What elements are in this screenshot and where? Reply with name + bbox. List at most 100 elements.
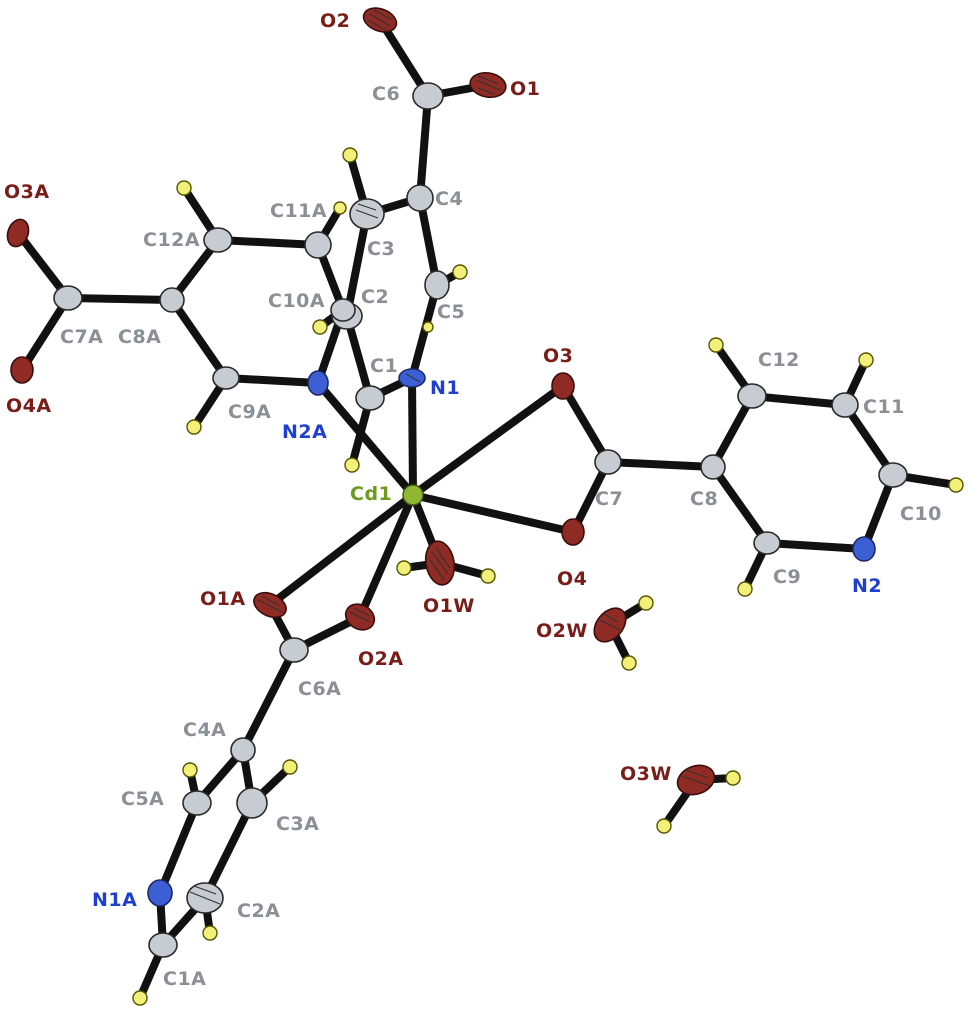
label-o2a: O2A: [358, 648, 404, 670]
hydrogen-atom: [344, 457, 360, 473]
hydrogen-atom: [202, 925, 218, 941]
label-c3: C3: [367, 238, 395, 260]
label-c2: C2: [361, 286, 389, 308]
label-n1a: N1A: [92, 889, 137, 911]
hydrogen-atom: [737, 581, 753, 597]
hydrogen-atom: [282, 759, 298, 775]
label-c4: C4: [435, 188, 463, 210]
atom-c10a: [330, 298, 356, 322]
atom-c11: [831, 392, 859, 418]
label-o3w: O3W: [620, 763, 672, 785]
hydrogen-atom: [176, 180, 192, 196]
atom-layer: [6, 7, 964, 1006]
atom-o3: [551, 372, 575, 400]
bond-c9a-n2a: [222, 374, 322, 387]
hydrogen-atom: [656, 818, 672, 834]
hydrogen-atom: [708, 337, 724, 353]
hydrogen-atom: [948, 477, 964, 493]
label-o1w: O1W: [423, 595, 475, 617]
label-c5a: C5A: [121, 788, 164, 810]
label-c9a: C9A: [228, 401, 271, 423]
ellipsoid-hatching: [189, 9, 711, 905]
label-c1a: C1A: [163, 968, 206, 990]
atom-c11a: [304, 231, 332, 259]
atom-c8: [700, 454, 726, 480]
label-c5: C5: [437, 301, 465, 323]
hydrogen-atom: [396, 560, 412, 576]
bond-cd1-o4: [409, 491, 577, 536]
label-c3a: C3A: [276, 813, 319, 835]
hydrogen-atom: [858, 352, 874, 368]
bond-cd1-o1a: [266, 491, 417, 609]
bond-c11-c10: [841, 401, 897, 479]
bond-cd1-o3: [409, 382, 567, 499]
atom-c9a: [212, 366, 240, 390]
label-c10: C10: [900, 503, 942, 525]
label-n2: N2: [852, 575, 882, 597]
label-n2a: N2A: [282, 421, 327, 443]
bond-c7-c8: [604, 458, 717, 471]
atom-o1a: [253, 591, 287, 619]
atom-o3w: [676, 764, 716, 796]
bond-o4a-c7a: [18, 294, 72, 374]
atom-o4: [561, 518, 585, 546]
atom-c5: [424, 270, 450, 300]
bond-c5-n1: [408, 281, 441, 382]
atom-c7a: [53, 285, 83, 311]
bond-o3a-c7a: [14, 229, 72, 302]
atom-c6: [412, 82, 444, 110]
label-n1: N1: [430, 377, 460, 399]
label-cd1: Cd1: [350, 483, 392, 505]
bond-o3-c7: [559, 382, 612, 466]
bond-c4-c5: [416, 194, 441, 289]
label-layer: O2 O1 C6 C4 C3 C2 C1 C5 N1 O3 O4 C7 C8 C…: [4, 10, 942, 990]
label-c6a: C6A: [298, 678, 341, 700]
bond-c6-c4: [416, 92, 432, 202]
bond-cd1-n1: [408, 374, 417, 499]
hydrogen-atom: [452, 264, 468, 280]
bond-c3a-c2a: [201, 799, 256, 902]
bond-c8-c12: [709, 392, 756, 471]
atom-c12a: [203, 227, 233, 253]
bond-c6a-c4a: [239, 646, 298, 754]
label-o4: O4: [557, 568, 587, 590]
hydrogen-atom: [621, 655, 637, 671]
bond-o2-c6: [376, 16, 432, 100]
label-c11: C11: [863, 396, 905, 418]
hydrogen-atom: [182, 762, 198, 778]
hydrogen-atom: [725, 770, 741, 786]
label-o1a: O1A: [200, 588, 246, 610]
bond-c8-c9: [709, 463, 771, 547]
atom-c10: [878, 462, 908, 488]
atom-n2: [852, 536, 876, 562]
hydrogen-atom: [132, 990, 148, 1006]
label-c12a: C12A: [143, 229, 200, 251]
atom-c8a: [159, 287, 185, 313]
label-c8: C8: [690, 488, 718, 510]
label-c8a: C8A: [118, 326, 161, 348]
bond-cd1-o2a: [356, 491, 417, 621]
bond-c5a-n1a: [156, 799, 201, 897]
hydrogen-atom: [186, 419, 202, 435]
atom-c4a: [230, 737, 256, 763]
atom-c3a: [236, 787, 268, 819]
label-o1: O1: [510, 78, 540, 100]
label-c7a: C7A: [60, 326, 103, 348]
bond-c7a-c8a: [64, 294, 176, 304]
label-c7: C7: [595, 488, 623, 510]
hydrogen-atom: [333, 201, 347, 215]
label-o2: O2: [320, 10, 350, 32]
atom-c9: [753, 531, 781, 555]
label-c12: C12: [758, 349, 800, 371]
atom-c7: [594, 449, 622, 475]
bond-c3-c2: [343, 210, 371, 320]
label-c10a: C10A: [268, 290, 325, 312]
hydrogen-atom: [638, 595, 654, 611]
bond-c2-c1: [343, 312, 374, 402]
bond-c8a-c9a: [168, 296, 230, 382]
label-o2w: O2W: [536, 620, 588, 642]
label-c9: C9: [773, 566, 801, 588]
bond-c10-n2: [860, 471, 897, 553]
label-c2a: C2A: [237, 900, 280, 922]
